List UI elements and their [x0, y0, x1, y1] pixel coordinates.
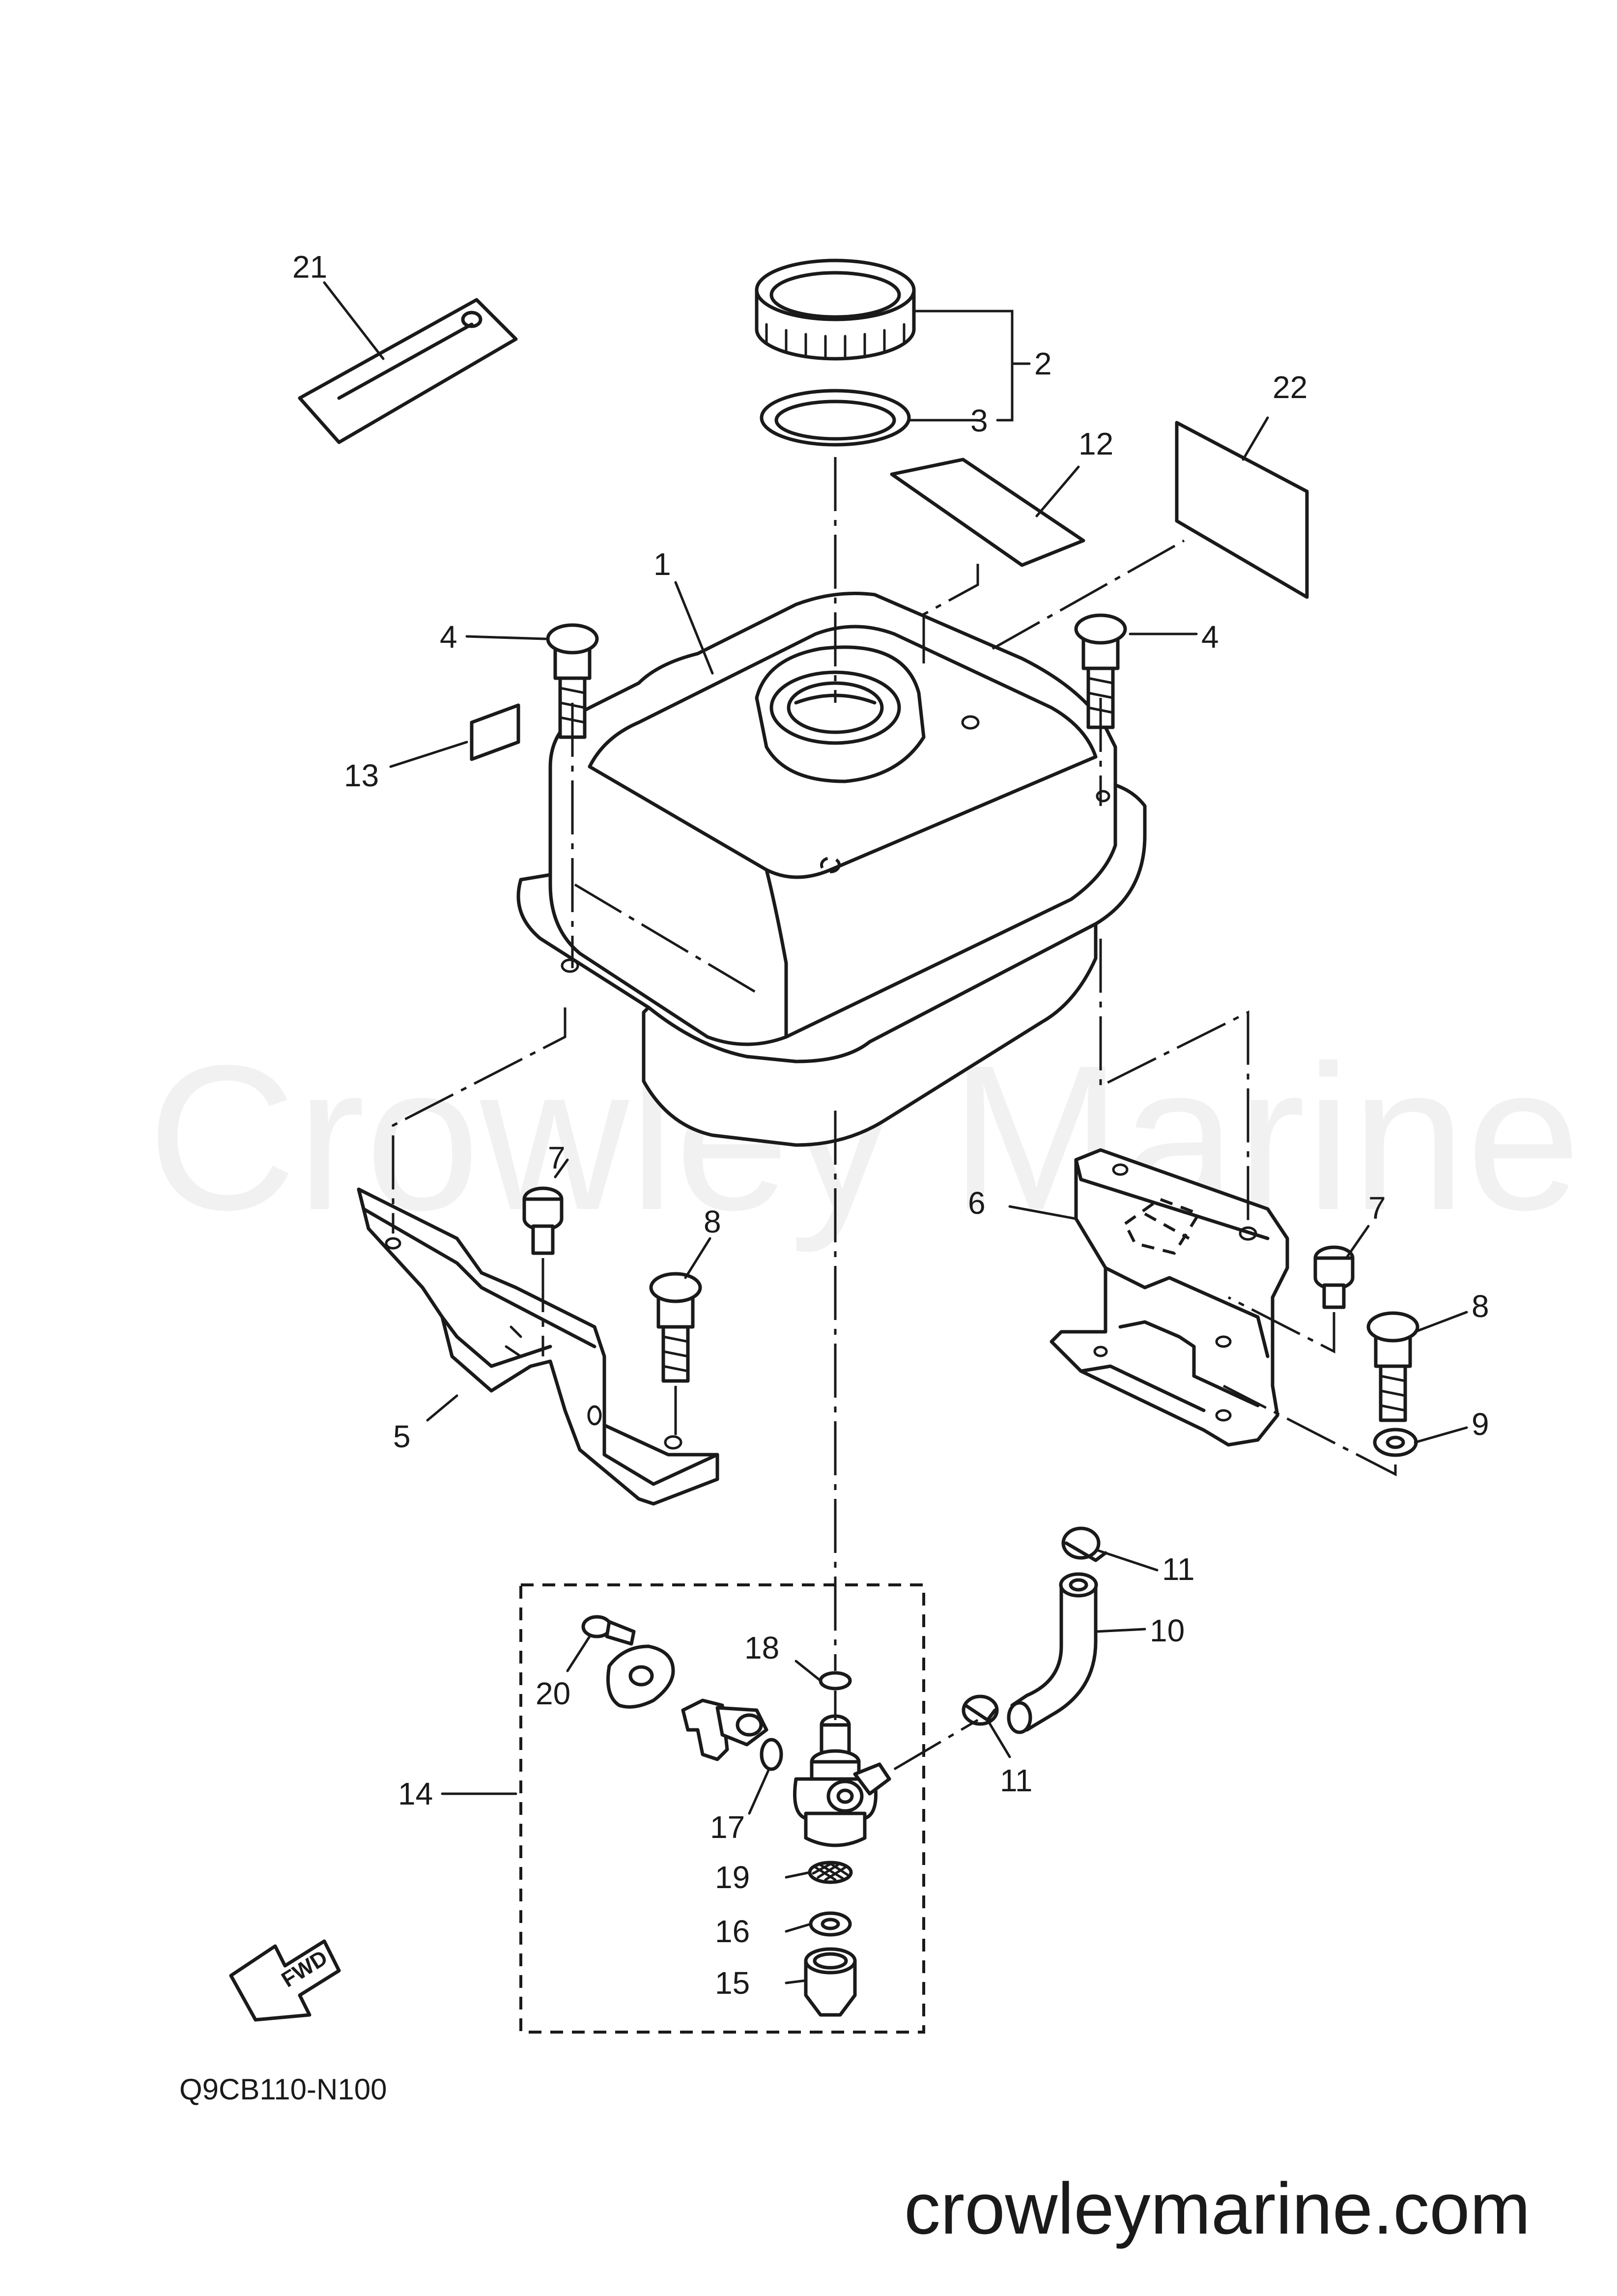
part-7-collar-right	[1313, 1245, 1355, 1309]
part-5-left-bracket	[357, 1187, 719, 1506]
leader-lines	[323, 281, 1468, 1984]
part-4-bolt-left	[546, 623, 599, 739]
part-1-fuel-tank	[516, 592, 1147, 1147]
part-12-caution-label	[890, 458, 1085, 567]
part-21-label-strip	[298, 298, 518, 444]
part-16-packing	[809, 1911, 852, 1937]
callout-4-right: 4	[1201, 619, 1219, 655]
callout-1: 1	[653, 546, 671, 582]
callout-numbers: 1 2 3 4 4 5 6 7 7 8 8 9 10 11 11 12 13 1…	[292, 249, 1489, 2001]
website-url: crowleymarine.com	[904, 2168, 1531, 2249]
callout-15: 15	[715, 1965, 750, 2001]
callout-8-left: 8	[704, 1204, 721, 1239]
callout-14: 14	[398, 1776, 433, 1811]
callout-22: 22	[1273, 370, 1307, 405]
callout-8-right: 8	[1472, 1289, 1489, 1324]
part-22-warning-label	[1175, 421, 1309, 599]
part-6-right-bracket	[1050, 1148, 1289, 1447]
callout-11-upper: 11	[1162, 1551, 1194, 1587]
part-14-cock-lever	[681, 1698, 768, 1761]
callout-12: 12	[1078, 426, 1113, 461]
part-8-bolt-right	[1366, 1311, 1419, 1422]
callout-4-left: 4	[440, 619, 457, 655]
fwd-arrow-icon: FWD	[229, 1939, 341, 2022]
callout-17: 17	[710, 1809, 745, 1845]
part-8-bolt-left	[649, 1272, 702, 1383]
callout-13: 13	[344, 758, 379, 793]
callout-11-lower: 11	[1000, 1763, 1032, 1798]
part-10-fuel-hose	[1007, 1572, 1098, 1734]
part-13-small-label	[470, 703, 520, 761]
part-7-collar-left	[522, 1186, 564, 1255]
part-14-fuel-cock-body	[793, 1714, 891, 1847]
callout-3: 3	[970, 403, 988, 438]
callout-9: 9	[1472, 1406, 1489, 1442]
part-19-filter-screen	[808, 1861, 853, 1884]
part-15-filter-cup	[804, 1947, 857, 2017]
part-4-bolt-right	[1074, 613, 1127, 729]
part-11-clip-upper	[1061, 1526, 1107, 1562]
part-2-filler-cap	[755, 258, 916, 361]
part-9-washer	[1373, 1428, 1418, 1457]
part-11-clip-lower	[962, 1694, 999, 1726]
callout-2: 2	[1034, 346, 1052, 381]
callout-20: 20	[536, 1676, 570, 1711]
callout-5: 5	[393, 1419, 411, 1454]
callout-7-right: 7	[1368, 1190, 1386, 1226]
callout-21: 21	[292, 249, 327, 285]
callout-19: 19	[715, 1860, 750, 1895]
part-20-screw	[581, 1615, 636, 1646]
callout-10: 10	[1150, 1613, 1185, 1648]
part-14-retainer-plate	[606, 1644, 675, 1709]
part-17-o-ring	[760, 1738, 783, 1771]
part-14-fuel-cock-group	[519, 1583, 925, 2034]
diagram-code: Q9CB110-N100	[179, 2073, 387, 2106]
part-3-cap-gasket	[760, 389, 911, 447]
part-18-gasket	[819, 1671, 852, 1691]
callout-6: 6	[968, 1185, 986, 1221]
callout-7-left: 7	[548, 1140, 566, 1176]
callout-18: 18	[744, 1630, 779, 1665]
callout-16: 16	[715, 1914, 750, 1949]
assembly-centre-lines	[392, 457, 1397, 1771]
